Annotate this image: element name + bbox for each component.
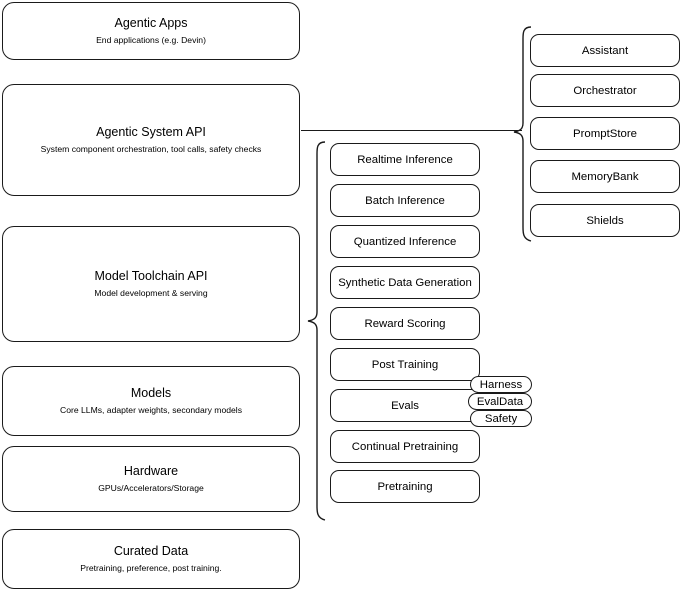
layer-box-curated-data[interactable]: Curated Data Pretraining, preference, po… bbox=[2, 529, 300, 589]
layer-subtitle: Core LLMs, adapter weights, secondary mo… bbox=[60, 405, 242, 415]
component-label: Reward Scoring bbox=[364, 317, 446, 330]
eval-badge-harness[interactable]: Harness bbox=[470, 376, 532, 393]
layer-subtitle: Pretraining, preference, post training. bbox=[80, 563, 222, 573]
eval-badge-safety[interactable]: Safety bbox=[470, 410, 532, 427]
layer-box-hardware[interactable]: Hardware GPUs/Accelerators/Storage bbox=[2, 446, 300, 512]
layer-subtitle: Model development & serving bbox=[94, 288, 208, 298]
layer-title: Agentic Apps bbox=[114, 16, 188, 30]
component-label: Evals bbox=[391, 399, 419, 412]
toolchain-component-quantized-inference[interactable]: Quantized Inference bbox=[330, 225, 480, 258]
layer-title: Agentic System API bbox=[96, 125, 206, 139]
layer-box-agentic-system-api[interactable]: Agentic System API System component orch… bbox=[2, 84, 300, 196]
layer-subtitle: End applications (e.g. Devin) bbox=[96, 35, 206, 45]
component-label: Quantized Inference bbox=[353, 235, 457, 248]
brace-toolchain bbox=[306, 140, 326, 522]
system-component-memorybank[interactable]: MemoryBank bbox=[530, 160, 680, 193]
component-label: PromptStore bbox=[573, 127, 637, 140]
toolchain-component-continual-pretraining[interactable]: Continual Pretraining bbox=[330, 430, 480, 463]
toolchain-component-synthetic-data-generation[interactable]: Synthetic Data Generation bbox=[330, 266, 480, 299]
eval-badge-evaldata[interactable]: EvalData bbox=[468, 393, 532, 410]
layer-title: Curated Data bbox=[113, 544, 189, 558]
layer-box-model-toolchain-api[interactable]: Model Toolchain API Model development & … bbox=[2, 226, 300, 342]
system-component-promptstore[interactable]: PromptStore bbox=[530, 117, 680, 150]
layer-title: Hardware bbox=[123, 464, 179, 478]
component-label: Batch Inference bbox=[365, 194, 445, 207]
toolchain-component-pretraining[interactable]: Pretraining bbox=[330, 470, 480, 503]
eval-badge-label: EvalData bbox=[476, 395, 524, 408]
component-label: Post Training bbox=[371, 358, 439, 371]
system-component-shields[interactable]: Shields bbox=[530, 204, 680, 237]
component-label: Pretraining bbox=[377, 480, 433, 493]
eval-badge-label: Harness bbox=[479, 378, 523, 391]
component-label: Realtime Inference bbox=[357, 153, 453, 166]
layer-box-models[interactable]: Models Core LLMs, adapter weights, secon… bbox=[2, 366, 300, 436]
component-label: Continual Pretraining bbox=[351, 440, 459, 453]
component-label: Orchestrator bbox=[573, 84, 637, 97]
layer-box-agentic-apps[interactable]: Agentic Apps End applications (e.g. Devi… bbox=[2, 2, 300, 60]
toolchain-component-batch-inference[interactable]: Batch Inference bbox=[330, 184, 480, 217]
brace-system-components bbox=[512, 25, 532, 243]
layer-subtitle: GPUs/Accelerators/Storage bbox=[98, 483, 204, 493]
toolchain-component-evals[interactable]: Evals bbox=[330, 389, 480, 422]
component-label: Shields bbox=[586, 214, 624, 227]
connector-system-api-to-components bbox=[301, 130, 522, 132]
toolchain-component-post-training[interactable]: Post Training bbox=[330, 348, 480, 381]
system-component-orchestrator[interactable]: Orchestrator bbox=[530, 74, 680, 107]
component-label: MemoryBank bbox=[571, 170, 639, 183]
layer-title: Model Toolchain API bbox=[94, 269, 208, 283]
eval-badge-label: Safety bbox=[484, 412, 518, 425]
component-label: Synthetic Data Generation bbox=[338, 276, 472, 289]
layer-title: Models bbox=[130, 386, 172, 400]
system-component-assistant[interactable]: Assistant bbox=[530, 34, 680, 67]
toolchain-component-realtime-inference[interactable]: Realtime Inference bbox=[330, 143, 480, 176]
layer-subtitle: System component orchestration, tool cal… bbox=[40, 144, 262, 154]
toolchain-component-reward-scoring[interactable]: Reward Scoring bbox=[330, 307, 480, 340]
component-label: Assistant bbox=[581, 44, 629, 57]
